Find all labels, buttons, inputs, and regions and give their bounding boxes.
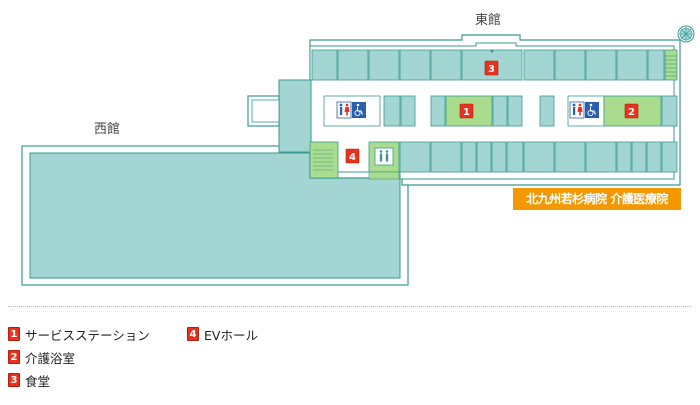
legend-badge: 3 [8, 373, 20, 387]
compass-icon [677, 25, 695, 43]
marker-4[interactable]: 4 [345, 148, 360, 164]
restroom-icon [336, 101, 352, 119]
svg-text:3: 3 [488, 64, 495, 75]
legend-badge: 2 [8, 350, 20, 364]
east-building-label: 東館 [475, 12, 501, 28]
legend-badge: 1 [8, 327, 20, 341]
restroom-icon [569, 101, 585, 119]
wheelchair-icon [352, 102, 366, 118]
legend-right: 4 EVホール [187, 326, 258, 349]
marker-1[interactable]: 1 [459, 103, 474, 119]
hospital-banner: 北九州若杉病院 介護医療院 [513, 188, 681, 210]
stairs-icon [665, 55, 677, 77]
svg-text:2: 2 [628, 107, 635, 118]
legend-label: EVホール [204, 327, 258, 343]
east-building [247, 34, 681, 186]
legend-label: 介護浴室 [25, 350, 76, 366]
marker-2[interactable]: 2 [624, 103, 639, 119]
floor-map: 東館 西館 [21, 12, 695, 286]
svg-text:1: 1 [463, 107, 470, 118]
elevator-icon [374, 147, 394, 166]
legend-item-1: 1 サービスステーション [8, 326, 150, 343]
wheelchair-icon [585, 102, 599, 118]
legend-left: 1 サービスステーション 2 介護浴室 3 食堂 [8, 326, 150, 395]
legend-divider [8, 306, 692, 307]
legend-badge: 4 [187, 327, 199, 341]
stairs-icon [313, 149, 333, 171]
legend-item-2: 2 介護浴室 [8, 349, 150, 366]
legend-label: サービスステーション [25, 327, 150, 343]
svg-text:4: 4 [349, 152, 356, 163]
west-building-label: 西館 [94, 122, 120, 137]
legend-label: 食堂 [25, 373, 51, 389]
marker-3[interactable]: 3 [484, 60, 499, 76]
legend-item-3: 3 食堂 [8, 372, 150, 389]
legend-item-4: 4 EVホール [187, 326, 258, 343]
